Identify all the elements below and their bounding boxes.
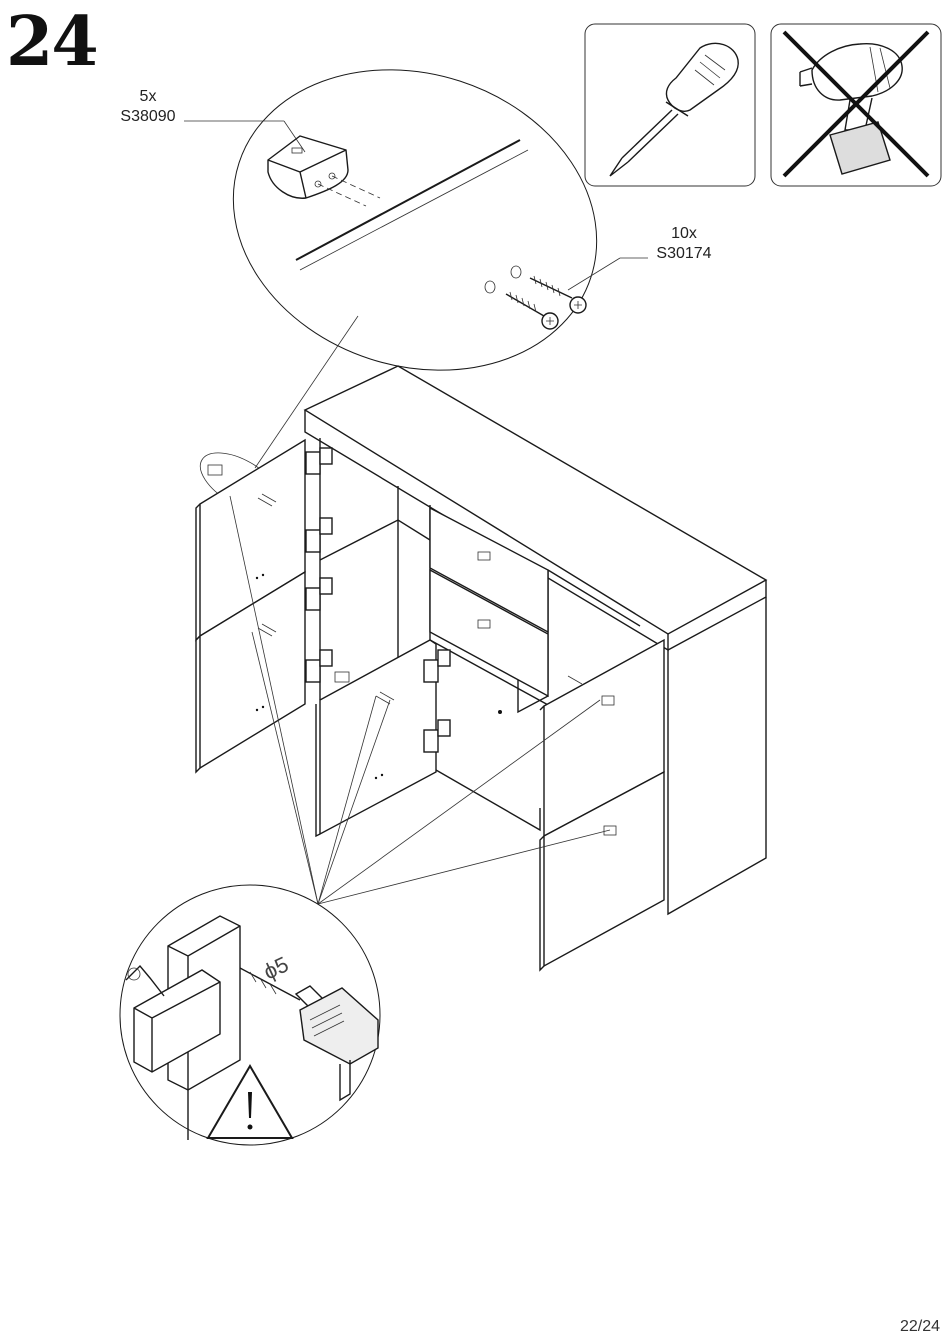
door-middle — [316, 640, 450, 836]
drill-size-label: ϕ5 — [260, 951, 293, 984]
warning-icon — [208, 1066, 292, 1138]
power-drill-crossed-icon — [771, 24, 941, 186]
hinge-set-left — [306, 448, 332, 682]
handle-part-icon — [268, 136, 348, 198]
screwdriver-icon — [585, 24, 755, 186]
handle-detail-callout — [184, 24, 648, 416]
screw-part-icon — [485, 266, 586, 329]
page-number: 22/24 — [900, 1318, 940, 1336]
